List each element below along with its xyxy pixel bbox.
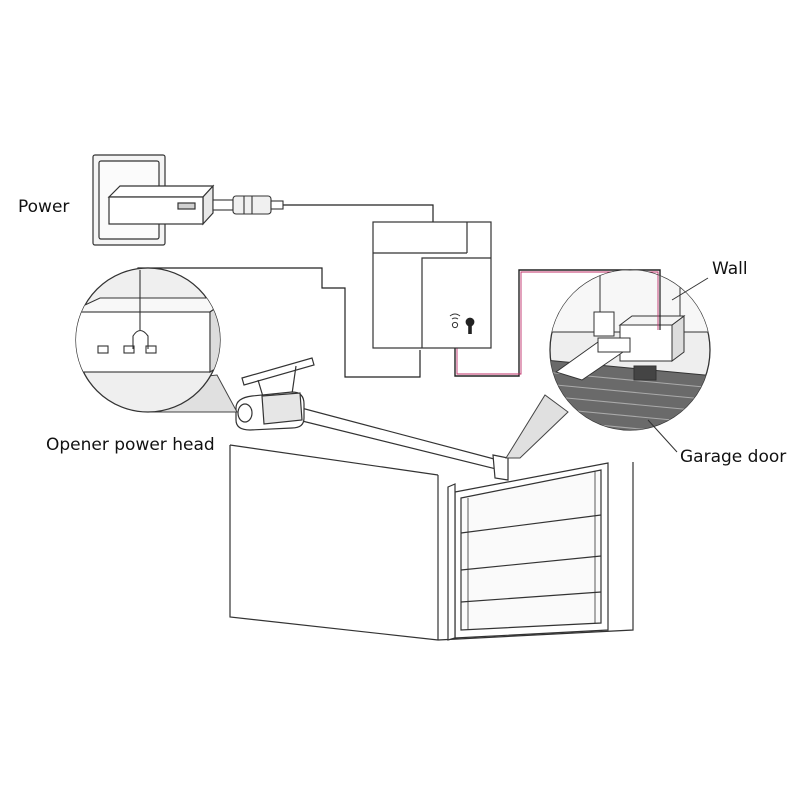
usb-cable-icon [212, 195, 284, 215]
usb-adapter-icon [107, 184, 215, 226]
wires [137, 204, 434, 378]
opener-magnifier [75, 267, 238, 413]
wall-label: Wall [712, 259, 748, 279]
power-label: Power [18, 197, 70, 217]
keyhole-icon [465, 317, 475, 334]
garage-door [447, 462, 609, 641]
leader-lines [647, 277, 709, 453]
garage-door-label: Garage door [680, 447, 787, 467]
controller-box [372, 221, 492, 349]
garage-room [229, 444, 634, 641]
sensor-magnifier [505, 269, 711, 459]
opener-power-head [235, 357, 315, 431]
wifi-icon [449, 313, 461, 329]
opener-power-head-label: Opener power head [46, 435, 215, 455]
opener-rail [289, 404, 509, 481]
